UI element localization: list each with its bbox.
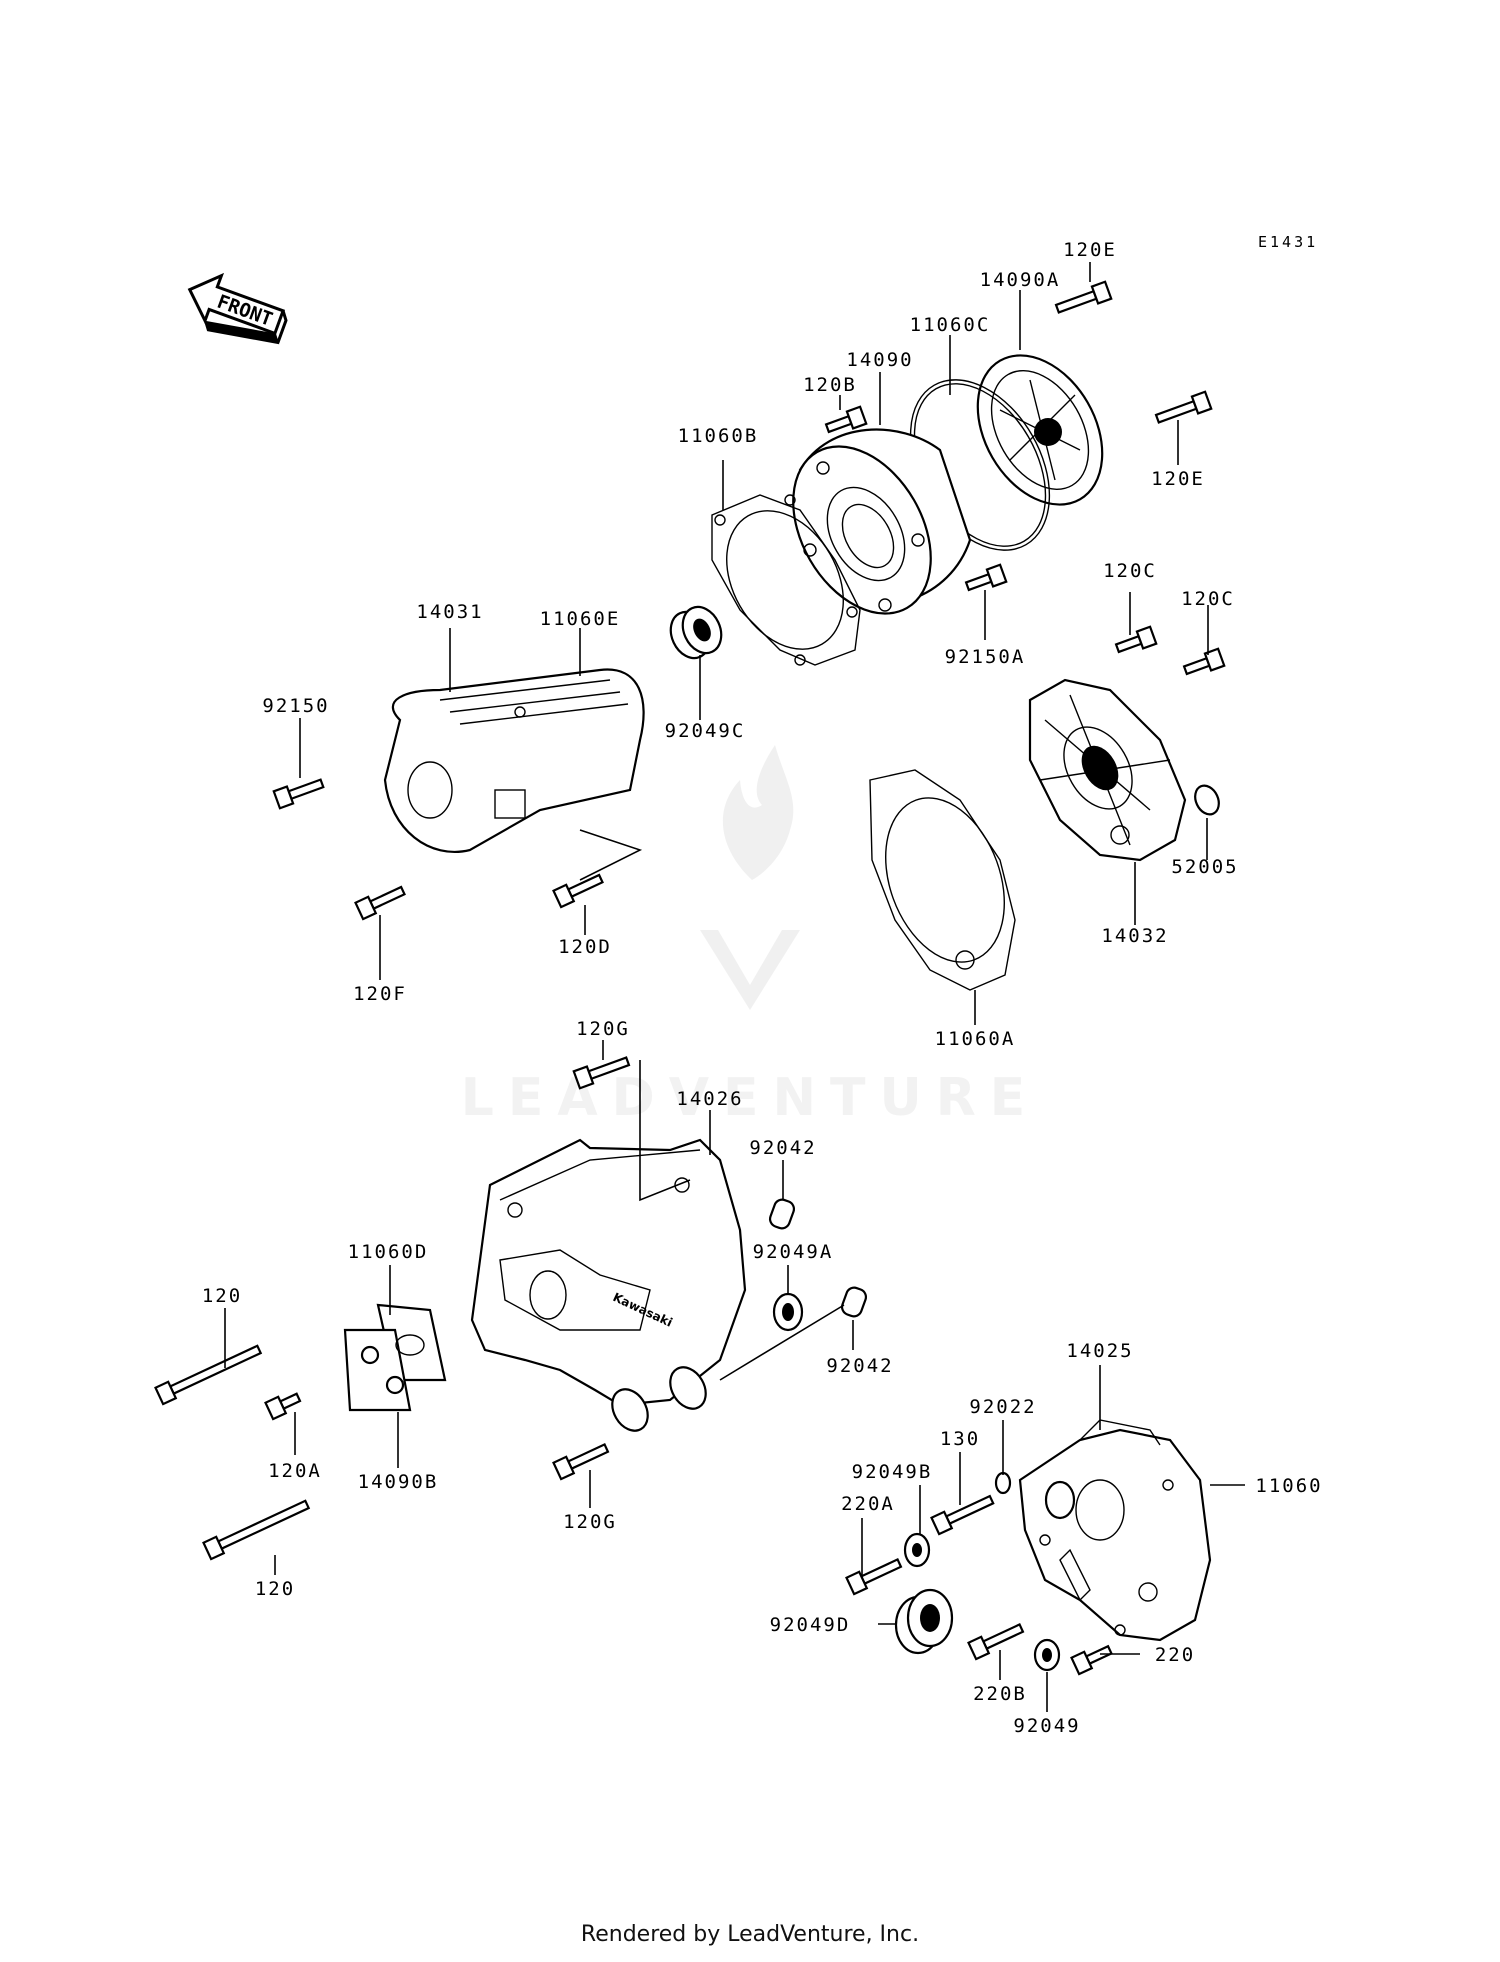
bolt-120a [264, 1392, 302, 1421]
part-labels: 120E 14090A 11060C 14090 120B 11060B 120… [202, 239, 1322, 1737]
bolt-120f [354, 885, 406, 921]
label-14026: 14026 [676, 1088, 743, 1110]
drawing-code: E1431 [1258, 233, 1318, 251]
bolt-220 [1070, 1644, 1113, 1676]
watermark-text: LEADVENTURE [461, 1068, 1040, 1128]
label-14090b: 14090B [358, 1471, 439, 1493]
part-52005-cap [1194, 784, 1220, 816]
bolt-120b [824, 405, 868, 434]
label-92049d: 92049D [770, 1614, 851, 1636]
part-92042-dowel-top [768, 1198, 796, 1230]
label-120d: 120D [558, 936, 612, 958]
part-11060a-gasket [869, 769, 1016, 991]
footer-credit: Rendered by LeadVenture, Inc. [580, 1922, 920, 1947]
label-120f: 120F [353, 983, 407, 1005]
bolt-220b [967, 1623, 1025, 1661]
part-92042-dowel-bottom [840, 1286, 868, 1318]
label-14025: 14025 [1066, 1340, 1133, 1362]
label-120a: 120A [268, 1460, 322, 1482]
part-14026-crankcase-cover: Kawasaki [470, 1138, 747, 1432]
front-arrow-icon: FRONT [187, 272, 288, 345]
part-92049a-seal [772, 1292, 804, 1332]
part-14025-cover [1018, 1419, 1212, 1642]
leader-lines [224, 262, 1245, 1712]
label-14031: 14031 [416, 601, 483, 623]
label-92049c: 92049C [665, 720, 746, 742]
label-120-top: 120 [202, 1285, 242, 1307]
label-92150: 92150 [262, 695, 329, 717]
label-11060: 11060 [1255, 1475, 1322, 1497]
label-92049a: 92049A [753, 1241, 834, 1263]
label-92042-bottom: 92042 [826, 1355, 893, 1377]
bolt-120c-right [1182, 647, 1226, 676]
label-14090a: 14090A [980, 269, 1061, 291]
label-11060e: 11060E [540, 608, 621, 630]
bolt-120e-right [1154, 390, 1213, 424]
label-11060b: 11060B [678, 425, 759, 447]
bolt-220a [845, 1558, 903, 1596]
label-92049b: 92049B [852, 1461, 933, 1483]
bolt-120c-left [1114, 625, 1158, 654]
label-120g-top: 120G [576, 1018, 630, 1040]
bolt-120-long-top [154, 1344, 263, 1406]
part-14090a-cover [976, 354, 1104, 506]
label-14090: 14090 [846, 349, 913, 371]
part-92049-seal [1033, 1638, 1061, 1672]
bolt-120e-top [1054, 280, 1113, 314]
bolt-92150a [964, 563, 1008, 592]
bolt-120g-bottom [552, 1443, 610, 1481]
part-92049b-seal [903, 1532, 931, 1568]
label-92042-top: 92042 [749, 1137, 816, 1159]
label-92022: 92022 [969, 1396, 1036, 1418]
label-11060a: 11060A [935, 1028, 1016, 1050]
label-120c-left: 120C [1103, 560, 1157, 582]
label-92049: 92049 [1013, 1715, 1080, 1737]
bolt-120d [552, 873, 604, 909]
label-14032: 14032 [1101, 925, 1168, 947]
bolt-130 [930, 1494, 995, 1536]
label-120b: 120B [803, 374, 857, 396]
label-220: 220 [1155, 1644, 1195, 1666]
part-92049c-seal [669, 605, 723, 660]
part-14090b-bracket [343, 1303, 447, 1412]
label-120c-right: 120C [1181, 588, 1235, 610]
label-120-bottom: 120 [255, 1578, 295, 1600]
bolt-120g-top [572, 1056, 631, 1090]
label-220a: 220A [841, 1493, 895, 1515]
label-120e-right: 120E [1151, 468, 1205, 490]
part-92049d-seal [894, 1588, 954, 1655]
bolt-120-long-bottom [202, 1499, 311, 1561]
label-11060c: 11060C [910, 314, 991, 336]
part-14032-cover [1028, 678, 1187, 862]
part-92022-washer [994, 1471, 1012, 1495]
watermark-logo: LEADVENTURE [461, 745, 1040, 1128]
part-14090-housing [792, 428, 972, 615]
label-52005: 52005 [1171, 856, 1238, 878]
label-11060d: 11060D [348, 1241, 429, 1263]
label-92150a: 92150A [945, 646, 1026, 668]
label-120e-top: 120E [1063, 239, 1117, 261]
label-120g-bottom: 120G [563, 1511, 617, 1533]
part-11060b-gasket [711, 494, 861, 666]
label-220b: 220B [973, 1683, 1027, 1705]
label-130: 130 [940, 1428, 980, 1450]
part-14031-belt-cover [383, 668, 645, 853]
bolt-92150 [272, 778, 325, 810]
